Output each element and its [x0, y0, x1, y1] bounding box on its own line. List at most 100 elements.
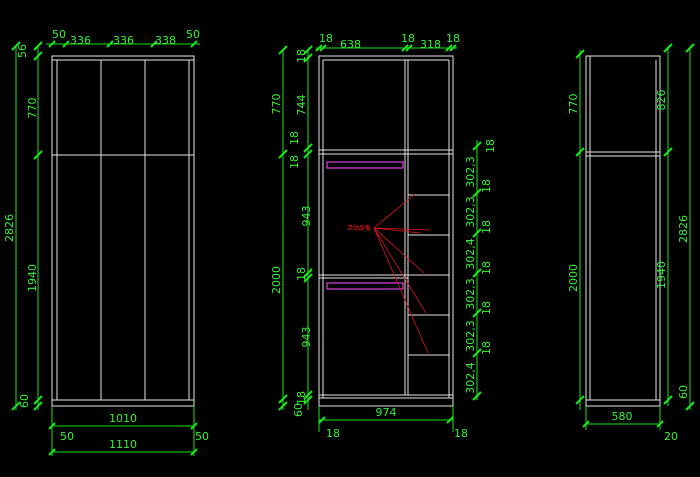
interior-left-outer-dim-3: 60	[292, 403, 305, 417]
front-top-dim-4: 338	[155, 34, 176, 47]
front-view: 50 336 336 338 50 2826 56 770 1940 60 10…	[3, 28, 209, 456]
interior-left-outer-dim-2: 2000	[270, 266, 283, 294]
interior-right-dim-3: 18	[480, 179, 493, 193]
front-top-dim-2: 336	[70, 34, 91, 47]
annotation-leader	[373, 227, 427, 314]
interior-right-dim-5: 18	[480, 220, 493, 234]
interior-outline	[318, 55, 454, 407]
interior-top-dim-5: 18	[446, 32, 460, 45]
side-left-dim-1: 770	[567, 94, 580, 115]
annotation-leader	[373, 193, 416, 229]
side-tick	[685, 43, 695, 53]
front-top-dim-3: 336	[113, 34, 134, 47]
front-left-inner-dim-2: 770	[26, 98, 39, 119]
interior-right-dim-4: 302,3	[464, 196, 477, 228]
interior-right-dim-2: 302,3	[464, 156, 477, 188]
interior-view: 活动层板 18 638 18 318 18 770 2000 60 18	[270, 32, 497, 440]
side-tick	[685, 401, 695, 411]
front-bottom-side-left: 50	[60, 430, 74, 443]
side-inner-dim-2: 1940	[655, 261, 668, 289]
interior-bottom-side-left: 18	[326, 427, 340, 440]
annotation-leader	[373, 227, 431, 231]
interior-tick	[401, 44, 409, 52]
interior-tick	[472, 228, 482, 238]
interior-bottom-side-right: 18	[454, 427, 468, 440]
interior-top-dim-2: 638	[340, 38, 361, 51]
front-bottom-inner-dim: 1010	[109, 412, 137, 425]
interior-tick	[303, 273, 313, 283]
annotation-leader	[373, 227, 421, 234]
interior-tick	[445, 44, 453, 52]
interior-tick	[278, 394, 288, 404]
interior-tick	[472, 308, 482, 318]
interior-left-outer-dim-1: 770	[270, 94, 283, 115]
side-right-bottom-dim: 60	[677, 385, 690, 399]
interior-right-dim-6: 302,4	[464, 238, 477, 270]
front-tick	[190, 40, 198, 48]
interior-tick	[319, 44, 327, 52]
interior-tick	[315, 44, 323, 52]
interior-tick	[303, 143, 313, 153]
side-tick	[663, 43, 673, 53]
interior-tick	[303, 390, 313, 400]
interior-top-dim-3: 18	[401, 32, 415, 45]
side-bottom-depth: 580	[612, 410, 633, 423]
side-tick	[663, 395, 673, 405]
side-right-outer-dim: 2826	[677, 215, 690, 243]
front-tick	[11, 41, 21, 51]
interior-tick	[449, 44, 457, 52]
interior-tick	[472, 348, 482, 358]
annotation-leader	[373, 227, 425, 274]
front-left-inner-dim-4: 60	[18, 394, 31, 408]
interior-tick	[303, 395, 313, 405]
interior-right-dim-11: 18	[480, 341, 493, 355]
front-left-inner-dim-3: 1940	[26, 264, 39, 292]
interior-tick	[446, 416, 454, 424]
front-left-inner-dim-1: 56	[16, 44, 29, 58]
hanging-rail-lower	[326, 282, 404, 290]
interior-left-inner-dim-2: 744	[295, 95, 308, 116]
annotation-leader	[373, 227, 429, 354]
side-outline	[585, 55, 661, 407]
interior-right-dim-7: 18	[480, 261, 493, 275]
interior-right-dim-9: 18	[480, 301, 493, 315]
front-tick	[62, 40, 70, 48]
interior-right-dim-1: 18	[484, 139, 497, 153]
interior-right-dim-10: 302,3	[464, 320, 477, 352]
interior-left-inner-dim-6: 18	[295, 267, 308, 281]
front-tick	[150, 40, 158, 48]
side-view: 770 2000 826 1940 2826 60 580 20	[567, 43, 695, 443]
front-bottom-outer-dim: 1110	[109, 438, 137, 451]
interior-tick	[472, 391, 482, 401]
interior-top-dim-4: 318	[420, 38, 441, 51]
front-left-outer-dim: 2826	[3, 214, 16, 242]
interior-tick	[472, 268, 482, 278]
front-tick	[33, 41, 43, 51]
hanging-rail-upper	[326, 161, 404, 169]
interior-tick	[278, 45, 288, 55]
side-tick	[663, 147, 673, 157]
side-left-dim-2: 2000	[567, 264, 580, 292]
interior-top-dim-1: 18	[319, 32, 333, 45]
front-tick	[106, 40, 114, 48]
interior-left-inner-dim-7: 943	[300, 327, 313, 348]
interior-left-inner-dim-1: 18	[295, 49, 308, 63]
front-outline	[51, 55, 195, 407]
front-tick	[33, 51, 43, 61]
interior-tick	[318, 416, 326, 424]
interior-right-dim-12: 302,4	[464, 362, 477, 394]
front-tick	[33, 395, 43, 405]
interior-tick	[303, 149, 313, 159]
interior-right-dim-8: 302,3	[464, 278, 477, 310]
interior-left-inner-dim-5: 943	[300, 206, 313, 227]
side-bottom-extra: 20	[664, 430, 678, 443]
front-tick	[33, 150, 43, 160]
interior-tick	[303, 45, 313, 55]
interior-tick	[472, 141, 482, 151]
interior-tick	[278, 149, 288, 159]
interior-left-inner-dim-8: 18	[295, 391, 308, 405]
side-tick	[575, 49, 585, 59]
side-tick	[575, 395, 585, 405]
front-top-dim-1: 50	[52, 28, 66, 41]
